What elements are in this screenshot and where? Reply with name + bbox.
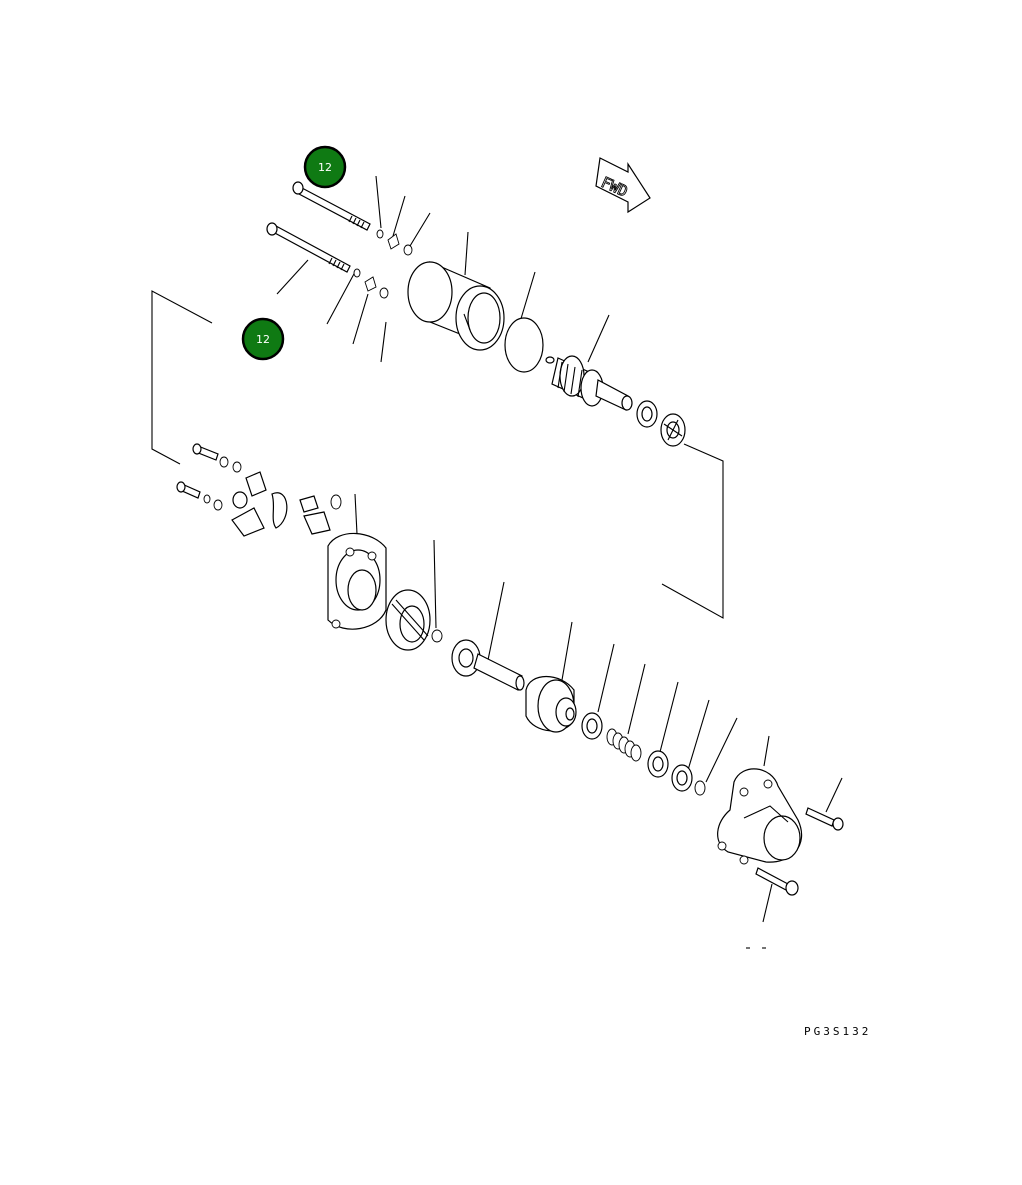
armature-bearings <box>636 400 686 447</box>
through-bolt-lower <box>266 222 351 273</box>
front-housing <box>717 768 803 865</box>
small-washer <box>431 629 443 643</box>
front-housing-bolts <box>755 807 844 896</box>
callout-badge-lower[interactable]: 12 <box>241 317 285 361</box>
leader-lines <box>151 175 843 923</box>
yoke-housing <box>407 261 505 351</box>
armature <box>545 355 633 411</box>
planetary-gear-ring <box>385 589 431 651</box>
callout-badge-circle[interactable] <box>241 317 285 361</box>
o-ring <box>504 317 544 373</box>
clutch-rings-and-spring <box>581 712 706 796</box>
forward-direction-arrow: FWD <box>595 157 651 214</box>
callout-badge-upper[interactable]: 12 <box>303 145 347 189</box>
drawing-code: PG3S132 <box>804 1025 871 1038</box>
center-housing <box>327 532 387 630</box>
overrunning-clutch <box>525 676 577 733</box>
pinion-shaft <box>451 639 525 691</box>
callout-badge-label[interactable]: 12 <box>256 333 270 346</box>
bolt-washers <box>353 229 413 299</box>
brush-holder-parts <box>176 443 342 537</box>
callout-badge-circle[interactable] <box>303 145 347 189</box>
callout-badge-label[interactable]: 12 <box>318 161 332 174</box>
through-bolt-upper <box>292 181 371 231</box>
